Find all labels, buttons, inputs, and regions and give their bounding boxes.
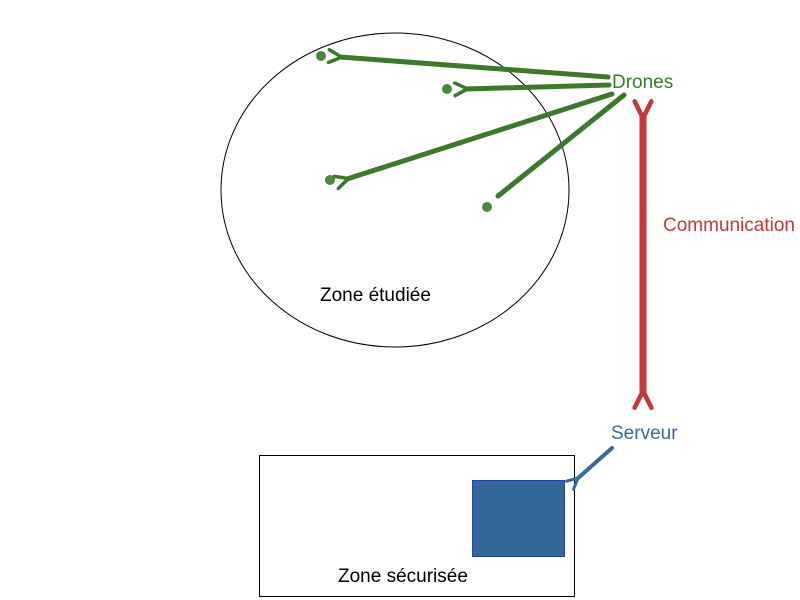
zone-etudiee-ellipse (220, 32, 570, 348)
drone-arrow-2 (466, 85, 612, 89)
drone-dot-2 (442, 84, 452, 94)
zone-etudiee-label: Zone étudiée (320, 285, 431, 306)
server-box (472, 480, 565, 557)
drone-dot-1 (316, 51, 326, 61)
communication-label: Communication (663, 215, 795, 236)
drone-dot-3 (325, 175, 335, 185)
server-arrow (577, 446, 614, 479)
zone-securisee-rect (259, 455, 575, 597)
drone-arrow-3 (347, 91, 615, 179)
drone-line-4 (495, 92, 627, 199)
drones-label: Drones (612, 72, 674, 93)
serveur-label: Serveur (611, 423, 678, 444)
zone-securisee-label: Zone sécurisée (338, 566, 468, 587)
drone-dot-4 (482, 202, 492, 212)
drone-arrow-1 (340, 57, 611, 80)
